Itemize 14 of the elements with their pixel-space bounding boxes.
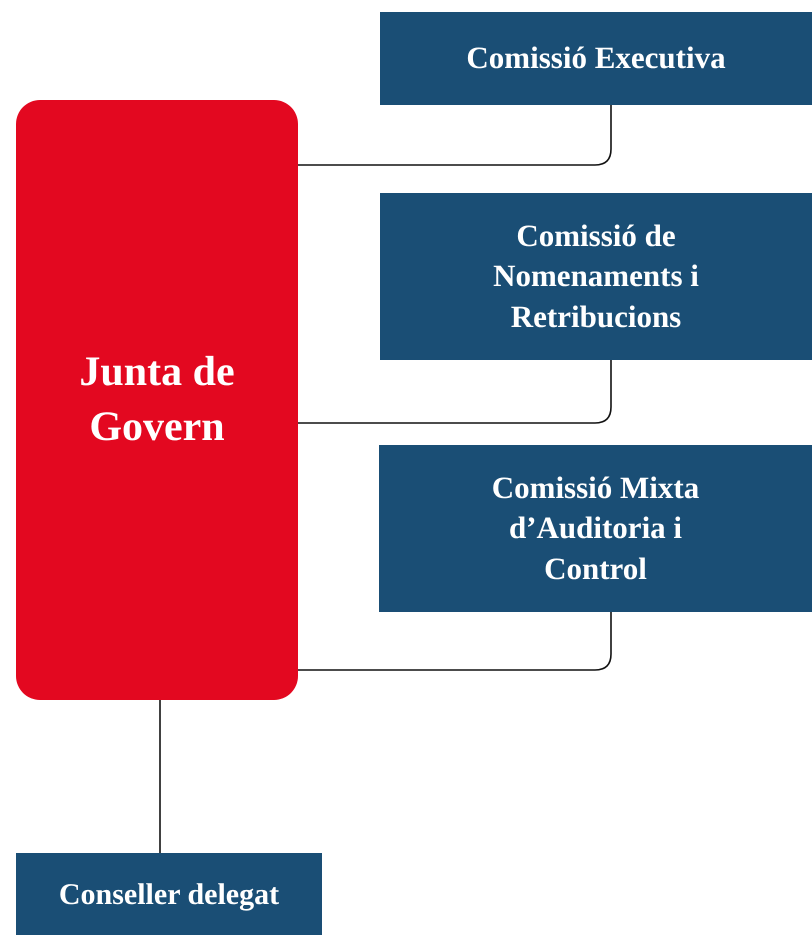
node-label: Conseller delegat <box>58 876 280 913</box>
executive-box <box>16 853 322 935</box>
node-label: Comissió Mixta d’Auditoria i Control <box>490 469 700 588</box>
node-label: Comissió de Nomenaments i Retribucions <box>492 217 700 336</box>
committee-box <box>380 12 812 105</box>
connector-line <box>298 105 612 166</box>
node-label: Comissió Executiva <box>466 39 726 78</box>
board-box <box>16 100 298 700</box>
connector-line <box>159 700 161 853</box>
connector-line <box>298 360 612 424</box>
committee-box <box>379 445 812 612</box>
connector-line <box>298 612 612 671</box>
node-label: Junta de Govern <box>78 348 236 452</box>
committee-box <box>380 193 812 360</box>
